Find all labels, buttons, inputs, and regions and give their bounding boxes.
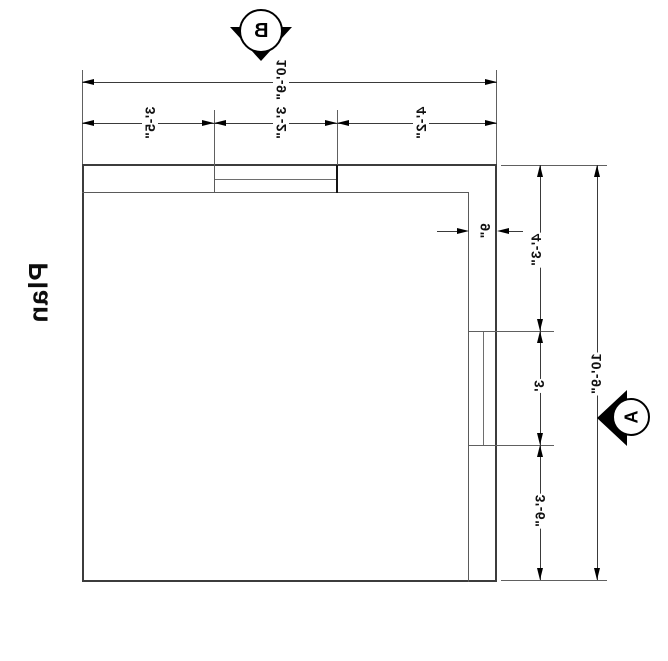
arrowhead [537, 165, 543, 177]
extension-line-bottom-right [501, 580, 607, 581]
arrowhead [325, 120, 337, 126]
dimension-line-top-segments [82, 123, 497, 124]
wall-top-outer-line [82, 164, 497, 166]
arrowhead [485, 79, 497, 85]
arrowhead [594, 568, 600, 580]
dimension-line-right-segments [540, 165, 541, 580]
dim-wall-thickness: 9" [477, 222, 493, 240]
top-window-center-line [215, 179, 336, 180]
dim-right-seg2: 3' [531, 378, 547, 394]
arrowhead [202, 120, 214, 126]
dimension-line-thickness-r [507, 231, 523, 232]
extension-line-window-top [469, 331, 554, 332]
dim-right-seg1: 4'-3" [528, 232, 544, 268]
section-b-label: B [253, 20, 269, 42]
arrowhead [537, 319, 543, 331]
dim-right-overall: 10'-9" [588, 352, 604, 396]
dim-top-seg3: 4'-2" [413, 105, 429, 141]
wall-left-line [82, 164, 84, 582]
arrowhead [485, 120, 497, 126]
extension-line-window-bottom [469, 445, 554, 446]
arrowhead [214, 120, 226, 126]
arrowhead [537, 331, 543, 343]
dim-right-seg3: 3'-6" [532, 493, 548, 529]
top-window-jamb-right [336, 165, 338, 193]
arrowhead [82, 120, 94, 126]
arrowhead [537, 568, 543, 580]
arrowhead [337, 120, 349, 126]
page-title: Plan [23, 262, 54, 324]
arrowhead [594, 165, 600, 177]
section-a-label: A [621, 410, 641, 424]
extension-line-left-top [82, 70, 83, 164]
wall-right-inner-line [468, 192, 469, 582]
arrowhead [537, 445, 543, 457]
dim-top-seg1: 3'-5" [142, 105, 158, 141]
arrowhead [457, 228, 469, 234]
extension-line-right-top [496, 70, 497, 164]
section-marker-b: B [239, 9, 283, 53]
right-window-center-line [483, 332, 484, 445]
section-marker-a: A [612, 398, 650, 436]
wall-bottom-line [82, 580, 497, 582]
wall-right-outer-line [495, 164, 497, 582]
dimension-line-top-overall [82, 82, 497, 83]
extension-line-top-right [501, 165, 607, 166]
dim-top-seg2: 3'-2" [273, 105, 289, 141]
dimension-line-thickness-l [437, 231, 459, 232]
dim-top-overall: 10'-9" [273, 58, 289, 102]
wall-top-inner-line [82, 192, 469, 193]
arrowhead [82, 79, 94, 85]
top-window-jamb-left [214, 165, 215, 193]
extension-line-seg2 [337, 110, 338, 165]
arrowhead [537, 433, 543, 445]
arrowhead [497, 228, 509, 234]
extension-line-seg1 [214, 110, 215, 165]
